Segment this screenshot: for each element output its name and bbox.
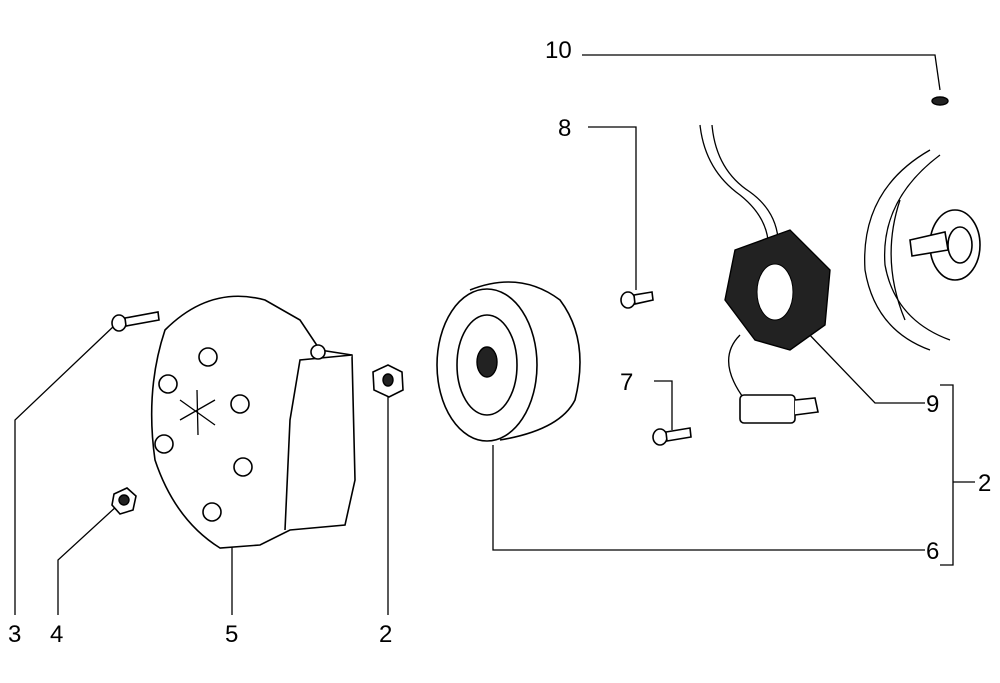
nut-part-4 — [111, 487, 137, 515]
callout-2-nut: 2 — [379, 621, 392, 648]
screw-part-8 — [620, 291, 654, 309]
leader-lines — [14, 54, 975, 615]
flywheel-rotor-part-6 — [436, 281, 581, 442]
callout-2-assembly: 2 — [978, 470, 991, 497]
callout-8: 8 — [558, 115, 571, 142]
nut-part-2 — [372, 364, 404, 398]
screw-part-3 — [111, 311, 160, 332]
callout-4: 4 — [50, 621, 63, 648]
callout-6: 6 — [926, 538, 939, 565]
callout-9: 9 — [926, 391, 939, 418]
callout-10: 10 — [545, 37, 572, 64]
screw-part-7 — [652, 427, 692, 446]
key-part-10 — [931, 96, 949, 106]
callout-3: 3 — [8, 621, 21, 648]
callout-7: 7 — [620, 369, 633, 396]
flywheel-cover-part-5 — [150, 295, 356, 549]
callout-5: 5 — [225, 621, 238, 648]
stator-part-9 — [699, 124, 831, 424]
cover-bolts — [154, 344, 326, 522]
callout-labels: 10 8 7 9 2 6 3 4 5 2 — [8, 37, 991, 648]
crankcase-section — [864, 149, 981, 351]
